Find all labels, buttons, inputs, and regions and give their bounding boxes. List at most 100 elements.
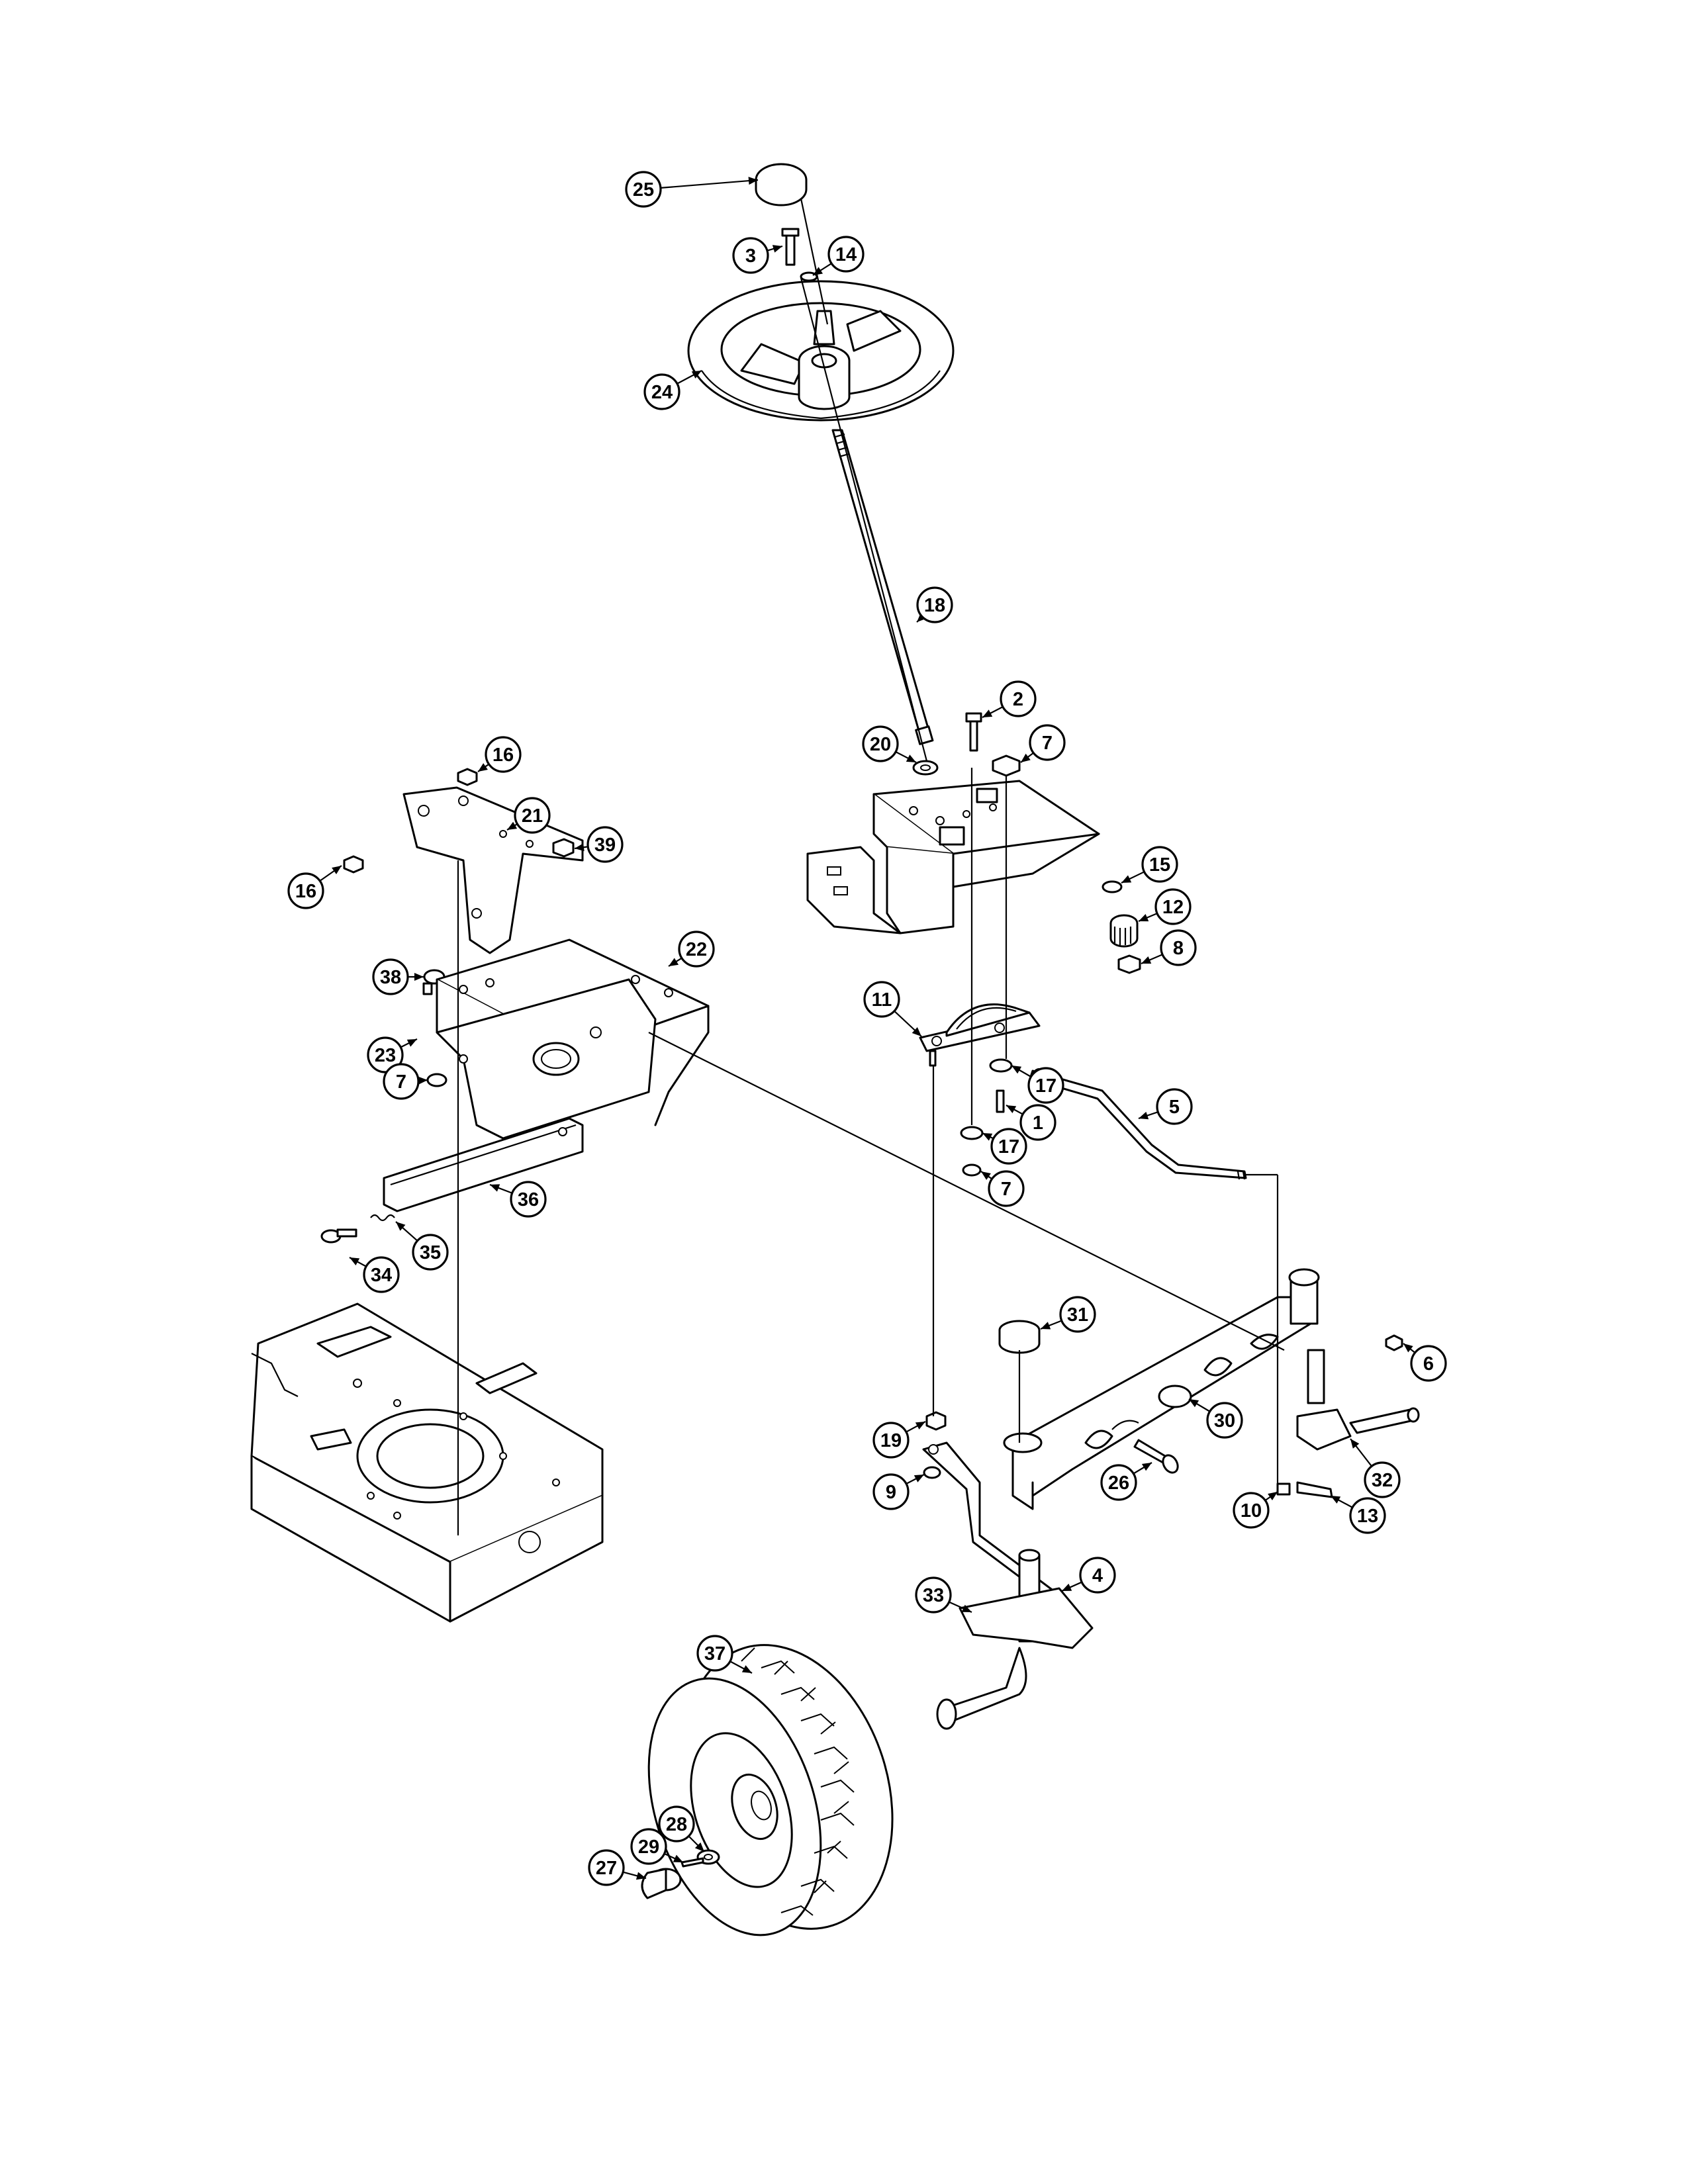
callout-2: 2 [982, 680, 1037, 718]
callout-circle [625, 171, 662, 208]
callout-circle [862, 725, 899, 762]
callout-36: 36 [489, 1181, 547, 1218]
callout-circle [1000, 680, 1037, 717]
callout-number: 14 [835, 244, 857, 265]
callout-circle [1029, 724, 1066, 761]
callout-circle [630, 1828, 667, 1865]
callout-15: 15 [1121, 846, 1178, 884]
callout-circle [916, 586, 953, 623]
upper-bracket-21 [402, 786, 584, 954]
callout-circle [485, 736, 522, 773]
callout-number: 23 [375, 1045, 396, 1066]
callout-arrowhead [1121, 875, 1132, 883]
nut-19 [925, 1411, 947, 1431]
callout-circle [588, 1849, 625, 1886]
nut-39 [552, 838, 575, 858]
callout-circle [1027, 1067, 1064, 1104]
callout-leader [660, 179, 759, 189]
axle-support-23 [436, 978, 657, 1140]
callout-number: 5 [1169, 1097, 1180, 1118]
callout-30: 30 [1188, 1398, 1243, 1439]
bolt-16-left [343, 855, 364, 874]
callout-number: 11 [872, 989, 892, 1011]
callout-13: 13 [1330, 1495, 1386, 1534]
callout-4: 4 [1061, 1557, 1116, 1594]
callout-number: 26 [1108, 1473, 1129, 1494]
callout-6: 6 [1403, 1343, 1447, 1382]
callout-number: 17 [998, 1136, 1019, 1158]
callout-22: 22 [668, 931, 715, 968]
bolt-16-top [457, 768, 478, 786]
spindle-32 [1296, 1349, 1420, 1451]
callout-arrowhead [906, 754, 916, 762]
callout-arrowhead [694, 1842, 704, 1852]
callout-circle [1100, 1464, 1137, 1501]
callout-17: 17 [1011, 1065, 1064, 1104]
callout-arrowhead [490, 1184, 500, 1192]
callout-circle [872, 1473, 910, 1510]
callout-number: 24 [651, 382, 673, 403]
callout-number: 7 [396, 1071, 406, 1093]
steering-cap [755, 163, 808, 206]
callout-circle [510, 1181, 547, 1218]
callout-18: 18 [916, 586, 953, 623]
callout-circle [1206, 1402, 1243, 1439]
callout-number: 12 [1162, 897, 1184, 918]
callout-arrowhead [332, 866, 342, 874]
callout-arrowhead [635, 1872, 646, 1880]
screw-1 [996, 1089, 1005, 1113]
callout-circle [1349, 1497, 1386, 1534]
callout-10: 10 [1233, 1491, 1278, 1529]
bolt-34 [320, 1228, 357, 1244]
callout-number: 1 [1033, 1113, 1043, 1134]
callout-7: 7 [383, 1063, 428, 1100]
callout-number: 6 [1423, 1353, 1434, 1375]
spindle-33 [936, 1549, 1094, 1730]
callout-arrowhead [1350, 1439, 1360, 1449]
callout-arrowhead [418, 1076, 428, 1085]
callout-number: 29 [638, 1837, 659, 1858]
tie-rod-end-10 [1276, 1482, 1291, 1496]
callout-arrowhead [1041, 1322, 1051, 1330]
callout-arrowhead [1268, 1492, 1278, 1500]
callout-arrowhead [772, 245, 782, 253]
callout-34: 34 [349, 1256, 400, 1293]
callout-number: 30 [1214, 1410, 1235, 1432]
callout-number: 16 [492, 745, 514, 766]
callout-circle [363, 1256, 400, 1293]
washer-15 [1102, 880, 1123, 893]
spacer-17b [960, 1126, 984, 1140]
callout-number: 8 [1173, 938, 1184, 959]
hex-bolt-2 [965, 712, 982, 752]
callout-number: 39 [594, 835, 616, 856]
top-nut-7 [992, 754, 1021, 777]
callout-circle [1233, 1492, 1270, 1529]
callout-21: 21 [506, 797, 551, 834]
callout-31: 31 [1040, 1296, 1096, 1333]
callout-circle [586, 826, 624, 863]
callout-circle [678, 931, 715, 968]
callout-arrowhead [1006, 1105, 1017, 1113]
callout-circle [863, 981, 900, 1018]
callout-12: 12 [1138, 888, 1192, 925]
callout-circle [1410, 1345, 1447, 1382]
callout-arrowhead [1011, 1066, 1022, 1074]
callout-38: 38 [372, 958, 424, 995]
callout-8: 8 [1141, 929, 1197, 966]
callout-circle [872, 1422, 910, 1459]
callout-arrowhead [478, 763, 488, 772]
callout-number: 2 [1013, 689, 1023, 710]
callout-number: 9 [886, 1482, 896, 1503]
callout-28: 28 [658, 1805, 705, 1852]
tractor-frame [250, 1302, 604, 1623]
callout-circle [367, 1036, 404, 1073]
callout-35: 35 [395, 1221, 449, 1271]
callout-circle [658, 1805, 695, 1843]
callout-arrowhead [673, 1854, 683, 1862]
callout-arrowhead [691, 371, 702, 379]
callout-number: 20 [870, 734, 891, 755]
callout-circle [412, 1234, 449, 1271]
callout-number: 18 [924, 595, 945, 616]
callout-arrowhead [350, 1257, 360, 1265]
